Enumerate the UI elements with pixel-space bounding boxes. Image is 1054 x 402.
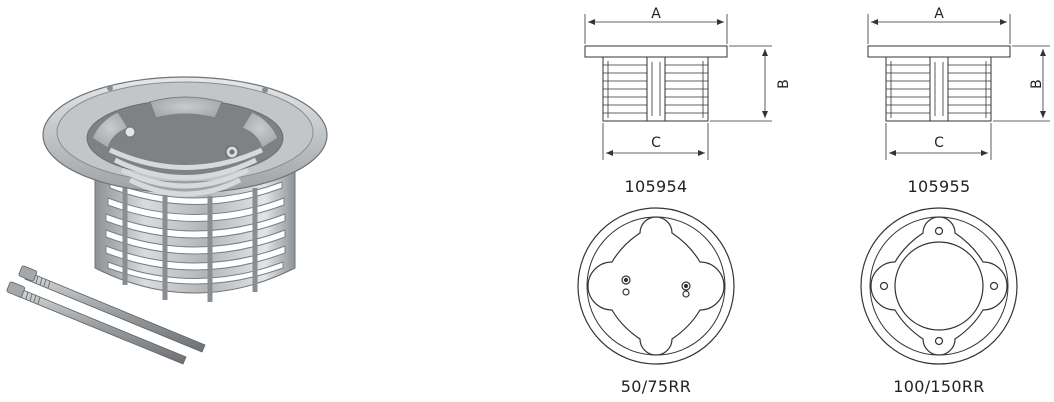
top-view-right — [860, 207, 1018, 365]
dim-c-label-right: C — [934, 135, 944, 151]
rod-upper — [18, 265, 206, 353]
dim-c-label-left: C — [651, 135, 661, 151]
dim-a-label-right: A — [934, 6, 944, 22]
part-number-left: 105954 — [625, 177, 688, 196]
dim-a-label-left: A — [651, 6, 661, 22]
dim-b-label-right: B — [1029, 79, 1045, 89]
threaded-rods — [6, 265, 206, 365]
flange-ring — [42, 76, 328, 197]
top-view-left — [577, 207, 735, 365]
profile-drawing-left — [584, 14, 772, 160]
model-label-left: 50/75RR — [621, 377, 691, 396]
profile-drawing-right — [867, 14, 1050, 160]
dim-b-label-left: B — [776, 79, 792, 89]
part-number-right: 105955 — [908, 177, 971, 196]
rod-lower — [6, 281, 187, 365]
model-label-right: 100/150RR — [893, 377, 984, 396]
product-photo — [6, 76, 328, 365]
